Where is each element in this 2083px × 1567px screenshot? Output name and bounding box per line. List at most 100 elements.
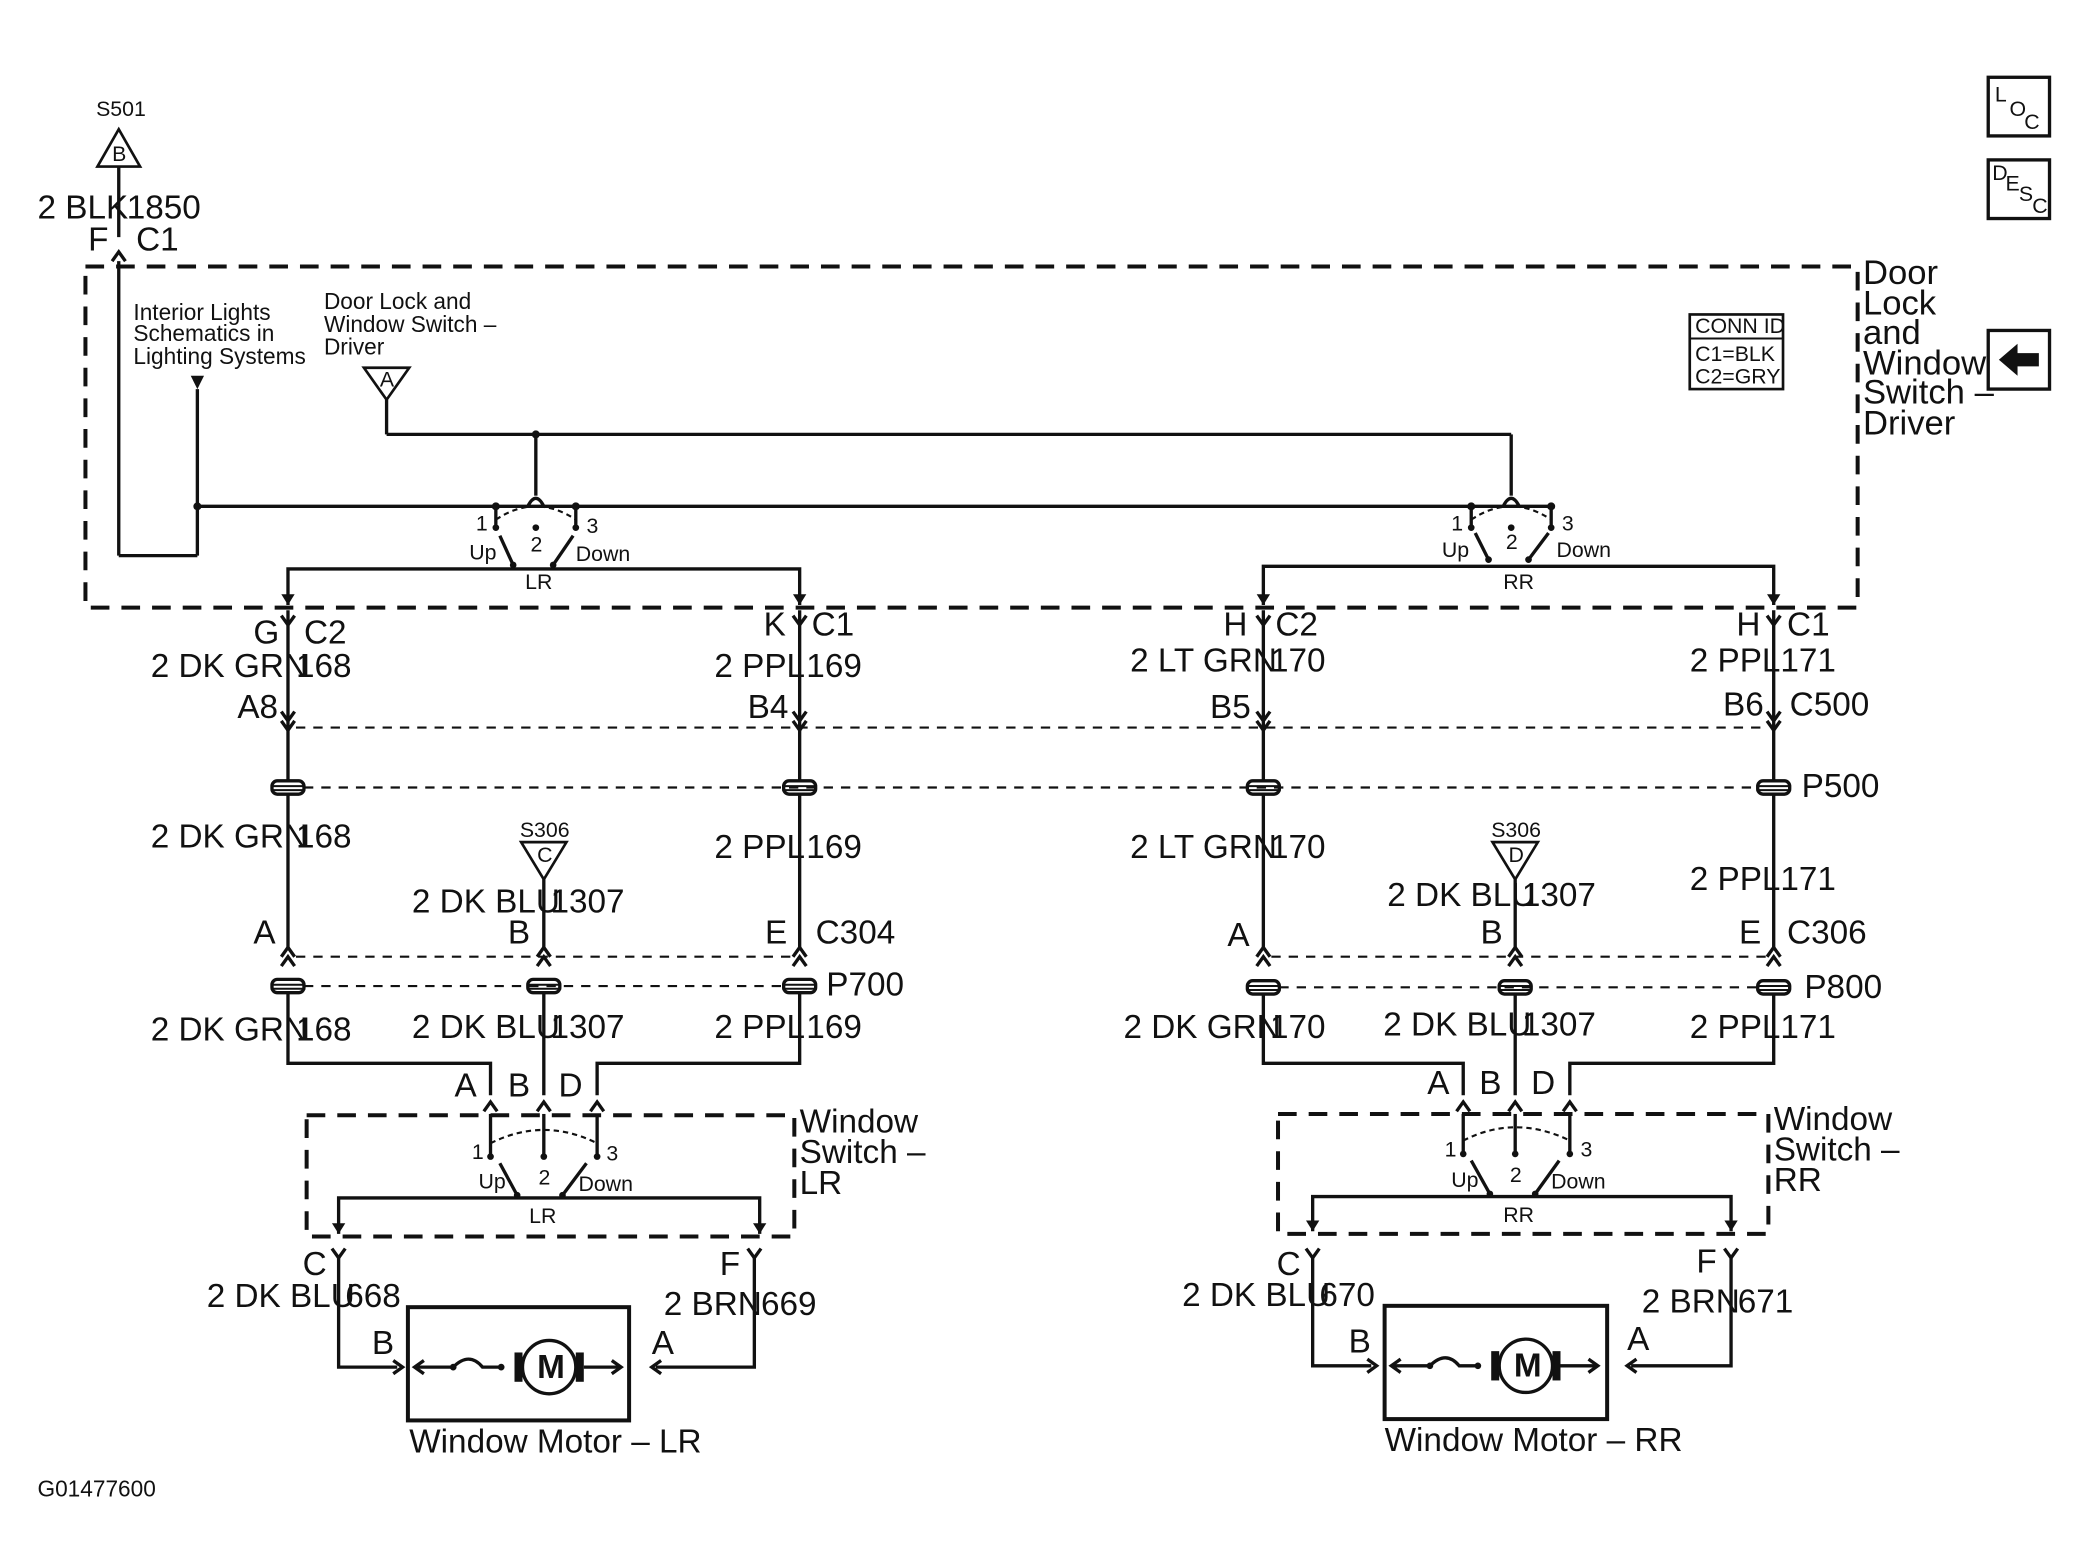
connector-boundaries: [295, 726, 1766, 989]
svg-text:2 PPL: 2 PPL: [1690, 861, 1781, 898]
svg-text:670: 670: [1319, 1277, 1375, 1314]
svg-text:D: D: [1531, 1065, 1555, 1102]
svg-text:3: 3: [1562, 511, 1574, 535]
svg-text:2: 2: [1506, 530, 1518, 554]
svg-text:Down: Down: [1557, 538, 1611, 562]
svg-text:M: M: [1514, 1347, 1542, 1384]
connector-label: C1: [136, 222, 179, 259]
svg-text:171: 171: [1780, 643, 1836, 680]
svg-text:1307: 1307: [1522, 1006, 1596, 1043]
svg-text:C: C: [1277, 1246, 1301, 1283]
svg-text:C1: C1: [812, 607, 855, 644]
svg-text:170: 170: [1270, 1009, 1326, 1046]
svg-text:H: H: [1736, 607, 1760, 644]
svg-text:168: 168: [296, 1012, 352, 1049]
wire-color-label: 2 BLK: [37, 190, 128, 227]
svg-text:RR: RR: [1503, 570, 1534, 594]
driver-rr-switch: 1 2 3 Up Down RR: [1256, 496, 1781, 605]
svg-text:P500: P500: [1802, 768, 1880, 805]
svg-text:2 DK GRN: 2 DK GRN: [151, 1012, 308, 1049]
svg-text:A: A: [455, 1068, 478, 1105]
svg-text:D: D: [1509, 843, 1524, 867]
driver-switch-title: Door Lock and Window Switch – Driver: [1863, 254, 1995, 443]
svg-text:Driver: Driver: [1863, 404, 1955, 442]
lr-harness: G C2 2 DK GRN 168 A8 K C1 2 PPL 169 B4 2…: [151, 607, 904, 1113]
svg-text:B: B: [508, 914, 530, 951]
svg-text:O: O: [2010, 97, 2027, 121]
svg-text:P700: P700: [826, 966, 904, 1003]
svg-text:2 BRN: 2 BRN: [1642, 1283, 1740, 1320]
svg-text:3: 3: [1580, 1138, 1592, 1162]
rr-window-switch: Window Switch – RR 1 2 3 Up Down RR: [1276, 1101, 1900, 1236]
svg-text:Up: Up: [469, 541, 496, 565]
splice-letter: B: [112, 142, 126, 166]
svg-text:2 PPL: 2 PPL: [714, 829, 805, 866]
svg-text:CONN ID: CONN ID: [1695, 314, 1785, 338]
svg-text:A: A: [1227, 917, 1250, 954]
svg-text:C: C: [303, 1246, 327, 1283]
location-icon[interactable]: L O C: [1986, 75, 2052, 138]
svg-text:1307: 1307: [550, 884, 624, 921]
svg-text:2 PPL: 2 PPL: [714, 1009, 805, 1046]
svg-text:Lock: Lock: [1863, 284, 1937, 322]
description-icon[interactable]: D E S C: [1986, 158, 2052, 221]
svg-text:F: F: [720, 1246, 740, 1283]
svg-text:2 PPL: 2 PPL: [1690, 643, 1781, 680]
svg-text:Switch –: Switch –: [800, 1134, 926, 1171]
svg-text:D: D: [558, 1068, 582, 1105]
svg-text:668: 668: [345, 1278, 401, 1315]
rr-harness: H C2 2 LT GRN 170 B5 H C1 2 PPL 171 B6 C…: [1123, 607, 1882, 1113]
svg-text:P800: P800: [1804, 969, 1882, 1006]
svg-text:2 DK BLU: 2 DK BLU: [412, 884, 560, 921]
svg-text:C: C: [537, 843, 552, 867]
svg-text:Door: Door: [1863, 254, 1938, 292]
svg-text:RR: RR: [1503, 1203, 1534, 1227]
svg-text:Window Motor – RR: Window Motor – RR: [1385, 1422, 1683, 1459]
svg-text:2 LT GRN: 2 LT GRN: [1130, 829, 1277, 866]
interior-lights-reference[interactable]: Interior Lights Schematics in Lighting S…: [133, 299, 306, 390]
svg-text:C1=BLK: C1=BLK: [1695, 342, 1775, 366]
svg-text:Driver: Driver: [324, 333, 385, 359]
door-lock-reference[interactable]: Door Lock and Window Switch – Driver A: [324, 288, 497, 403]
back-arrow-icon[interactable]: [1986, 328, 2052, 391]
svg-text:1307: 1307: [550, 1009, 624, 1046]
svg-text:A: A: [1427, 1065, 1450, 1102]
svg-text:2 DK BLU: 2 DK BLU: [1387, 877, 1535, 914]
svg-text:Down: Down: [578, 1172, 632, 1196]
lr-window-switch: Window Switch – LR 1 2 3 Up Down LR: [304, 1104, 926, 1239]
svg-text:169: 169: [806, 648, 862, 685]
svg-text:171: 171: [1780, 1009, 1836, 1046]
driver-lr-switch: 1 2 3 Up Down LR: [281, 496, 807, 605]
svg-text:H: H: [1223, 607, 1247, 644]
svg-text:E: E: [1739, 914, 1761, 951]
svg-text:LR: LR: [800, 1165, 843, 1202]
svg-text:B: B: [1481, 914, 1503, 951]
conn-id-table: CONN ID C1=BLK C2=GRY: [1688, 313, 1785, 391]
svg-text:B: B: [1349, 1323, 1371, 1360]
svg-text:2 DK GRN: 2 DK GRN: [151, 818, 308, 855]
svg-text:2 DK BLU: 2 DK BLU: [1182, 1277, 1330, 1314]
svg-text:C500: C500: [1790, 687, 1870, 724]
svg-text:2: 2: [538, 1166, 550, 1190]
svg-text:M: M: [537, 1349, 565, 1386]
svg-text:671: 671: [1738, 1283, 1794, 1320]
circuit-number-label: 1850: [127, 190, 201, 227]
svg-text:Window: Window: [1863, 344, 1987, 382]
svg-text:RR: RR: [1774, 1162, 1822, 1199]
svg-text:F: F: [1696, 1244, 1716, 1281]
svg-text:669: 669: [761, 1286, 817, 1323]
svg-text:A: A: [1627, 1321, 1650, 1358]
svg-text:A8: A8: [237, 689, 278, 726]
svg-text:A: A: [253, 914, 276, 951]
svg-text:LR: LR: [525, 570, 552, 594]
figure-id: G01477600: [37, 1475, 155, 1501]
svg-text:Lighting Systems: Lighting Systems: [133, 343, 305, 369]
svg-text:C304: C304: [816, 914, 896, 951]
svg-text:170: 170: [1270, 643, 1326, 680]
svg-text:2 DK BLU: 2 DK BLU: [412, 1009, 560, 1046]
svg-text:3: 3: [606, 1142, 618, 1166]
svg-text:Window: Window: [800, 1104, 919, 1141]
svg-text:1: 1: [476, 511, 488, 535]
svg-text:and: and: [1863, 314, 1921, 352]
svg-text:K: K: [764, 607, 786, 644]
